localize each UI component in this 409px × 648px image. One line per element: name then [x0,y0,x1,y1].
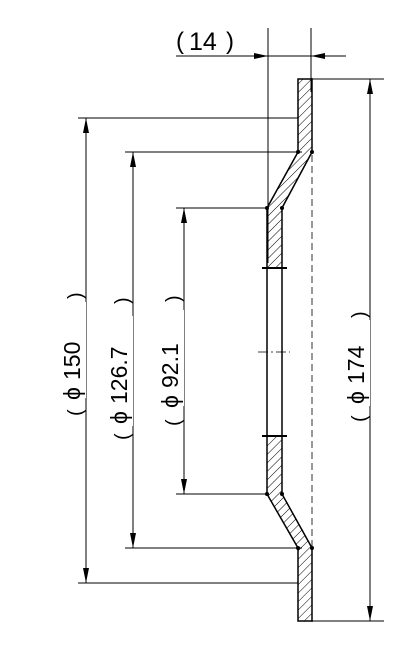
dim-126-paren-open: ( [112,433,134,440]
dim-126-arrow-bottom [130,533,136,548]
dim-174-diameter-symbol: ϕ [343,391,369,404]
part-section-bottom [266,435,313,622]
part-section-top [266,78,313,269]
thickness-arrow-left [254,53,268,59]
extension-lines [78,78,384,622]
dim-92-diameter-symbol: ϕ [157,395,183,408]
vertex-marker [280,206,284,210]
dim-174-arrow-bottom [367,606,373,621]
diameter-92-dimension: ( ϕ 92.1 ) [157,208,187,494]
dim-150-label-bg [60,302,86,398]
centerlines [240,78,313,622]
vertex-marker [296,150,300,154]
dim-150-value: 150 [59,342,85,380]
section-bottom-hatched [266,435,313,622]
dim-174-value: 174 [343,345,369,384]
thickness-dimension: ( 14 ) [176,28,346,263]
dim-174-label-bg [344,320,370,406]
dim-126-diameter-symbol: ϕ [106,411,132,424]
dim-92-arrow-top [181,208,187,223]
dim-174-arrow-top [367,79,373,94]
dim-174-paren-close: ) [349,311,371,318]
thickness-arrow-right [311,53,325,59]
dim-92-arrow-bottom [181,479,187,494]
dim-150-diameter-symbol: ϕ [59,387,85,400]
vertex-marker [310,150,314,154]
vertex-marker [280,492,284,496]
vertex-markers [265,150,314,550]
dim-92-paren-open: ( [163,419,185,426]
vertex-marker [265,206,269,210]
dim-150-paren-open: ( [65,409,87,416]
vertex-marker [310,546,314,550]
dim-92-label-bg [158,310,184,406]
dim-92-value: 92.1 [157,343,183,388]
vertex-marker [265,492,269,496]
thickness-paren-close: ) [226,28,234,55]
dim-126-label-bg [107,316,133,426]
dim-126-arrow-top [130,152,136,167]
section-top-hatched [266,78,313,269]
dim-126-paren-close: ) [112,297,134,304]
part-section-middle [262,267,287,437]
diameter-174-dimension: ( ϕ 174 ) [343,79,373,621]
dim-174-paren-open: ( [349,415,371,422]
dim-150-paren-close: ) [65,292,87,299]
dim-150-arrow-bottom [83,568,89,583]
thickness-value: 14 [189,28,217,56]
vertex-marker [296,546,300,550]
dim-92-paren-close: ) [163,295,185,302]
diameter-150-dimension: ( ϕ 150 ) [59,118,89,583]
dim-126-value: 126.7 [106,346,132,404]
diameter-126-dimension: ( ϕ 126.7 ) [106,152,136,548]
thickness-paren-open: ( [176,28,184,55]
dim-150-arrow-top [83,118,89,133]
